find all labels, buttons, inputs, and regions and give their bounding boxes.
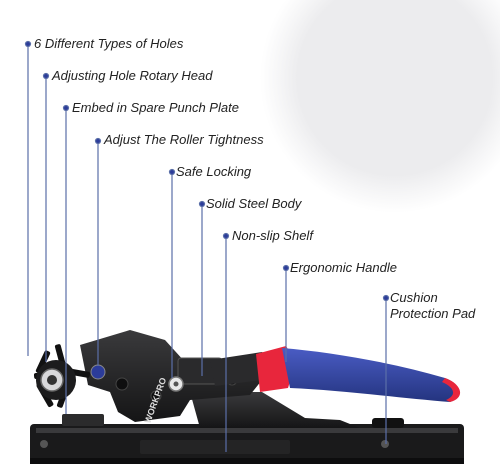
body-rivet: [150, 390, 162, 402]
callout-safe-locking: Safe Locking: [176, 164, 252, 179]
callout-rotary-head: Adjusting Hole Rotary Head: [52, 68, 213, 83]
callout-cushion-line-2: Protection Pad: [390, 306, 476, 321]
callout-cushion-line-1: Cushion: [390, 290, 438, 305]
background-disc: [260, 0, 500, 213]
latch-button-center: [173, 381, 179, 387]
callout-roller: Adjust The Roller Tightness: [104, 132, 264, 147]
callout-steel-body: Solid Steel Body: [206, 196, 302, 211]
callout-hole-types: 6 Different Types of Holes: [34, 36, 184, 51]
lower-handle: [190, 392, 360, 428]
handle-end-cap: [442, 378, 461, 402]
base-shelf: [30, 424, 464, 464]
steel-body: [80, 330, 262, 422]
callout-spare-plate: Embed in Spare Punch Plate: [72, 100, 239, 115]
callout-cushion-pad: Cushion Protection Pad: [390, 290, 475, 322]
spare-punch-plate: [62, 414, 104, 426]
cushion-pad: [372, 418, 404, 428]
body-rivet: [115, 377, 129, 391]
callout-non-slip-shelf: Non-slip Shelf: [232, 228, 313, 243]
roller-tightness-knob: [90, 364, 106, 380]
callout-ergonomic-handle: Ergonomic Handle: [290, 260, 397, 275]
leader-lines: [24, 40, 390, 452]
ergonomic-handle-grip: [282, 348, 460, 402]
